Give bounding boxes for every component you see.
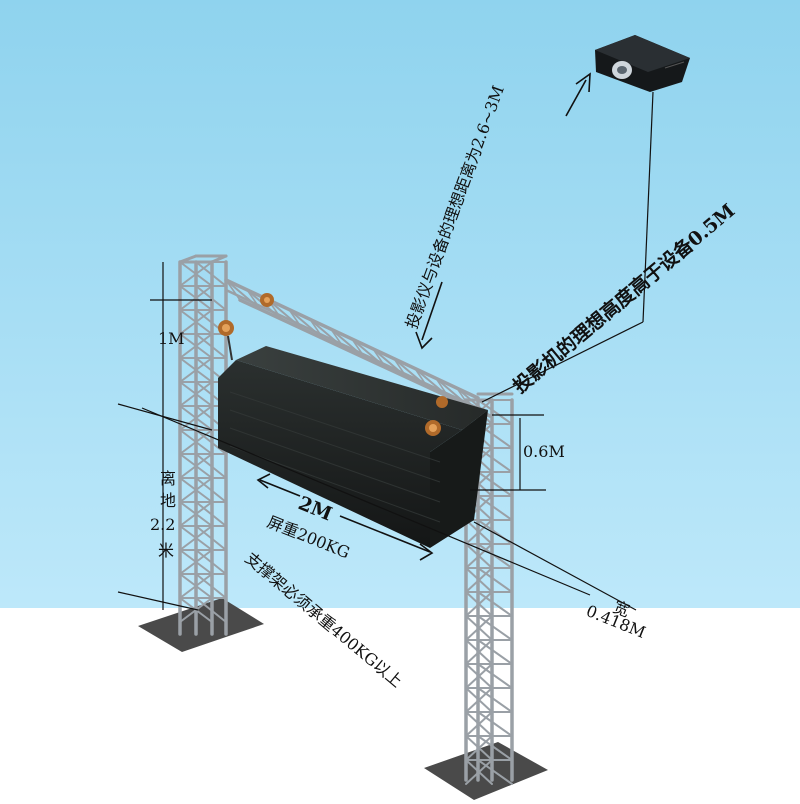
led-screen-box [218,346,488,548]
screen-height-label: 0.6M [523,442,565,461]
dimension-lines [117,91,654,611]
ground-height-char-3: 2.2 [150,515,175,534]
hoist-left [218,293,274,361]
projector [595,35,690,92]
distance-arrows [256,72,591,561]
top-height-label: 1M [158,329,185,348]
floor [0,608,800,800]
ground-height-char-4: 米 [158,541,174,560]
ground-height-char-1: 离 [160,469,176,488]
ground-height-char-2: 地 [160,491,176,510]
right-base-plate [424,742,548,800]
width-label: 宽 [611,597,633,621]
hoist-right [425,396,448,436]
left-base-plate [138,598,264,652]
